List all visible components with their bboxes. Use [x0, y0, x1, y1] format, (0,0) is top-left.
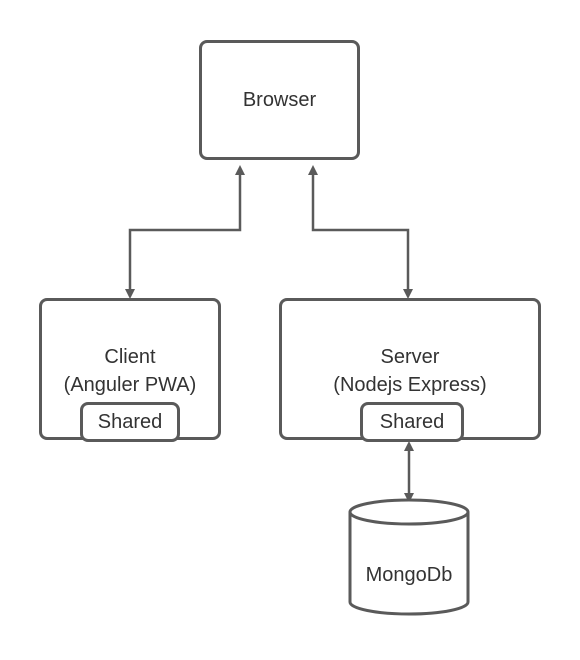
browser-client-connector: [125, 165, 245, 299]
server-shared-label: Shared: [379, 411, 445, 433]
browser-node: Browser: [199, 40, 360, 160]
browser-label: Browser: [242, 89, 317, 111]
mongodb-cylinder: [348, 498, 470, 616]
server-shared-module: Shared: [360, 402, 464, 442]
client-shared-module: Shared: [80, 402, 180, 442]
client-title: Client: [104, 346, 156, 368]
mongodb-label: MongoDb: [365, 564, 453, 586]
server-subtitle: (Nodejs Express): [333, 374, 487, 396]
browser-server-connector: [308, 165, 413, 299]
server-title: Server: [380, 346, 440, 368]
client-node: Client (Anguler PWA) Shared: [39, 298, 221, 442]
server-node: Server (Nodejs Express) Shared: [279, 298, 541, 442]
client-shared-label: Shared: [97, 411, 163, 433]
client-subtitle: (Anguler PWA): [63, 374, 197, 396]
